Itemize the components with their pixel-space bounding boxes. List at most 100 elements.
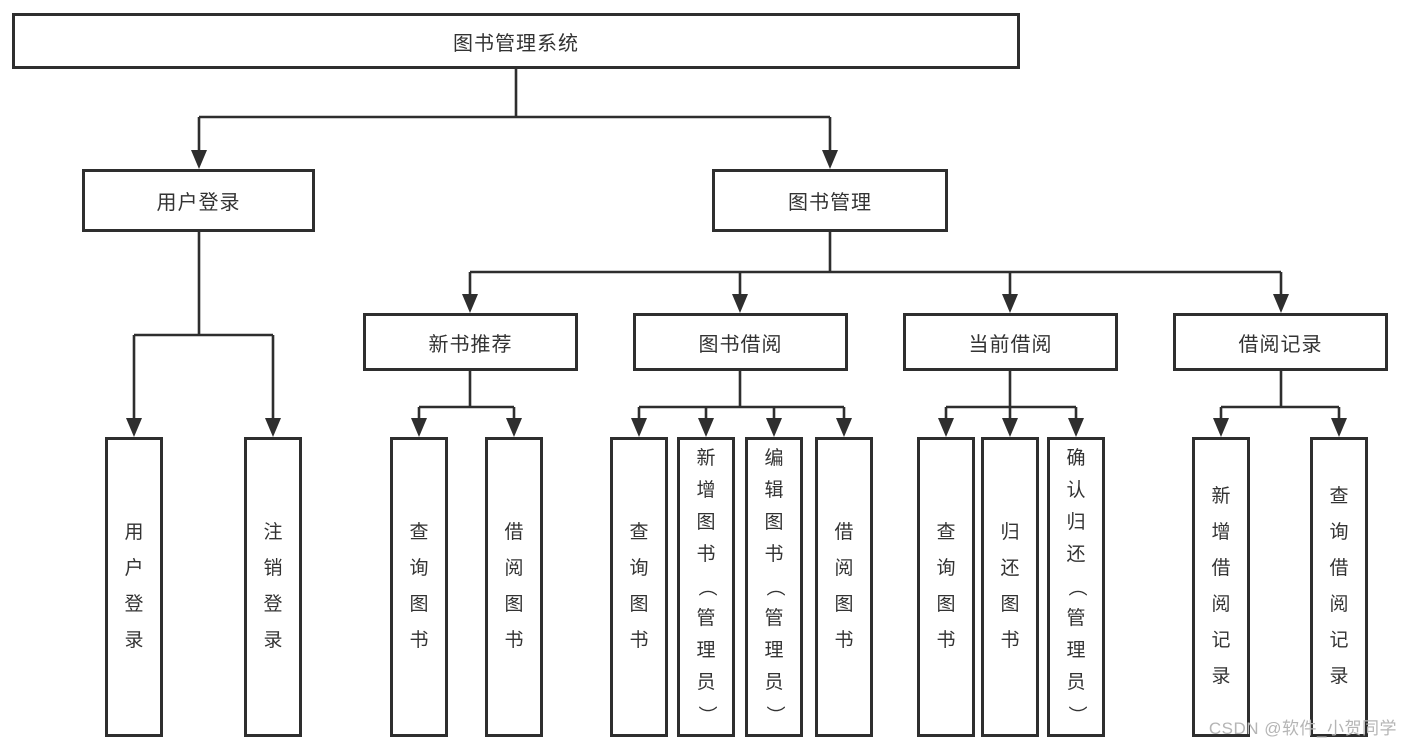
vertical-char: 借 — [1329, 558, 1349, 579]
vertical-char: 管 — [1066, 608, 1086, 629]
node-new-book-recommend: 新书推荐 — [363, 313, 578, 371]
vertical-char: 还 — [1000, 558, 1020, 579]
vertical-char: 查 — [409, 522, 429, 543]
vertical-char: 借 — [834, 522, 854, 543]
vertical-char: 阅 — [504, 558, 524, 579]
leaf-records-query-record: 查询借阅记录 — [1310, 437, 1368, 737]
vertical-char: ） — [696, 705, 717, 725]
vertical-char: 书 — [504, 630, 524, 651]
vertical-char: 图 — [1000, 594, 1020, 615]
node-current-borrowing: 当前借阅 — [903, 313, 1118, 371]
vertical-char: 新 — [696, 448, 716, 469]
node-user-login: 用户登录 — [82, 169, 315, 232]
arrowhead — [698, 418, 714, 437]
vertical-char: 书 — [764, 544, 784, 565]
vertical-char: 图 — [834, 594, 854, 615]
vertical-char: 书 — [936, 630, 956, 651]
vertical-char: 归 — [1000, 522, 1020, 543]
connector-bookmgmt-to-level3 — [468, 232, 1283, 295]
arrowhead — [1002, 418, 1018, 437]
arrowhead — [506, 418, 522, 437]
vertical-char: 图 — [409, 594, 429, 615]
vertical-char: 登 — [263, 594, 283, 615]
vertical-char: 录 — [1211, 666, 1231, 687]
leaf-current-query-books: 查询图书 — [917, 437, 975, 737]
vertical-char: 查 — [629, 522, 649, 543]
vertical-char: 录 — [1329, 666, 1349, 687]
arrowhead — [1002, 294, 1018, 313]
vertical-char: 登 — [124, 594, 144, 615]
connector-current-to-leaves — [944, 371, 1078, 419]
arrowhead — [191, 150, 207, 169]
arrowhead — [1273, 294, 1289, 313]
vertical-char: 查 — [1329, 486, 1349, 507]
vertical-char: ） — [764, 705, 785, 725]
arrowhead — [1331, 418, 1347, 437]
vertical-char: 记 — [1329, 630, 1349, 651]
leaf-borrow-borrow-books: 借阅图书 — [815, 437, 873, 737]
arrowhead — [836, 418, 852, 437]
vertical-char: 书 — [696, 544, 716, 565]
vertical-char: 理 — [1066, 640, 1086, 661]
vertical-char: 记 — [1211, 630, 1231, 651]
vertical-char: 图 — [696, 512, 716, 533]
leaf-borrow-query-books: 查询图书 — [610, 437, 668, 737]
leaf-recommend-borrow-books: 借阅图书 — [485, 437, 543, 737]
vertical-char: 新 — [1211, 486, 1231, 507]
vertical-char: 阅 — [834, 558, 854, 579]
leaf-logout: 注销登录 — [244, 437, 302, 737]
vertical-char: 书 — [409, 630, 429, 651]
vertical-char: 管 — [764, 608, 784, 629]
connector-recommend-to-leaves — [417, 371, 516, 419]
vertical-char: 增 — [696, 480, 716, 501]
vertical-char: 书 — [1000, 630, 1020, 651]
leaf-current-return-books: 归还图书 — [981, 437, 1039, 737]
vertical-char: 图 — [629, 594, 649, 615]
leaf-records-add-record: 新增借阅记录 — [1192, 437, 1250, 737]
vertical-char: 借 — [1211, 558, 1231, 579]
vertical-char: 借 — [504, 522, 524, 543]
vertical-char: 员 — [696, 672, 716, 693]
arrowhead — [766, 418, 782, 437]
vertical-char: 辑 — [764, 480, 784, 501]
vertical-char: 阅 — [1329, 594, 1349, 615]
vertical-char: 认 — [1066, 480, 1086, 501]
vertical-char: 确 — [1066, 448, 1086, 469]
vertical-char: 图 — [504, 594, 524, 615]
vertical-char: 录 — [263, 630, 283, 651]
vertical-char: 编 — [764, 448, 784, 469]
arrowhead — [126, 418, 142, 437]
vertical-char: 询 — [629, 558, 649, 579]
connector-records-to-leaves — [1219, 371, 1341, 419]
node-book-management: 图书管理 — [712, 169, 948, 232]
vertical-char: 书 — [834, 630, 854, 651]
vertical-char: ） — [1066, 705, 1087, 725]
connector-borrow-to-leaves — [637, 371, 846, 419]
arrowhead — [938, 418, 954, 437]
arrowhead — [1213, 418, 1229, 437]
node-book-borrowing: 图书借阅 — [633, 313, 848, 371]
arrowhead — [411, 418, 427, 437]
vertical-char: 管 — [696, 608, 716, 629]
vertical-char: 书 — [629, 630, 649, 651]
vertical-char: 理 — [696, 640, 716, 661]
vertical-char: 用 — [124, 522, 144, 543]
vertical-char: 录 — [124, 630, 144, 651]
leaf-current-confirm-return-admin: 确认归还（管理员） — [1047, 437, 1105, 737]
arrowhead — [265, 418, 281, 437]
vertical-char: 注 — [263, 522, 283, 543]
node-library-system: 图书管理系统 — [12, 13, 1020, 69]
arrowhead — [1068, 418, 1084, 437]
vertical-char: 销 — [263, 558, 283, 579]
leaf-borrow-edit-books-admin: 编辑图书（管理员） — [745, 437, 803, 737]
watermark: CSDN @软件_小贺同学 — [1208, 719, 1397, 738]
vertical-char: 询 — [409, 558, 429, 579]
vertical-char: 员 — [764, 672, 784, 693]
vertical-char: （ — [764, 577, 785, 597]
leaf-recommend-query-books: 查询图书 — [390, 437, 448, 737]
vertical-char: 理 — [764, 640, 784, 661]
vertical-char: （ — [1066, 577, 1087, 597]
leaf-borrow-add-books-admin: 新增图书（管理员） — [677, 437, 735, 737]
